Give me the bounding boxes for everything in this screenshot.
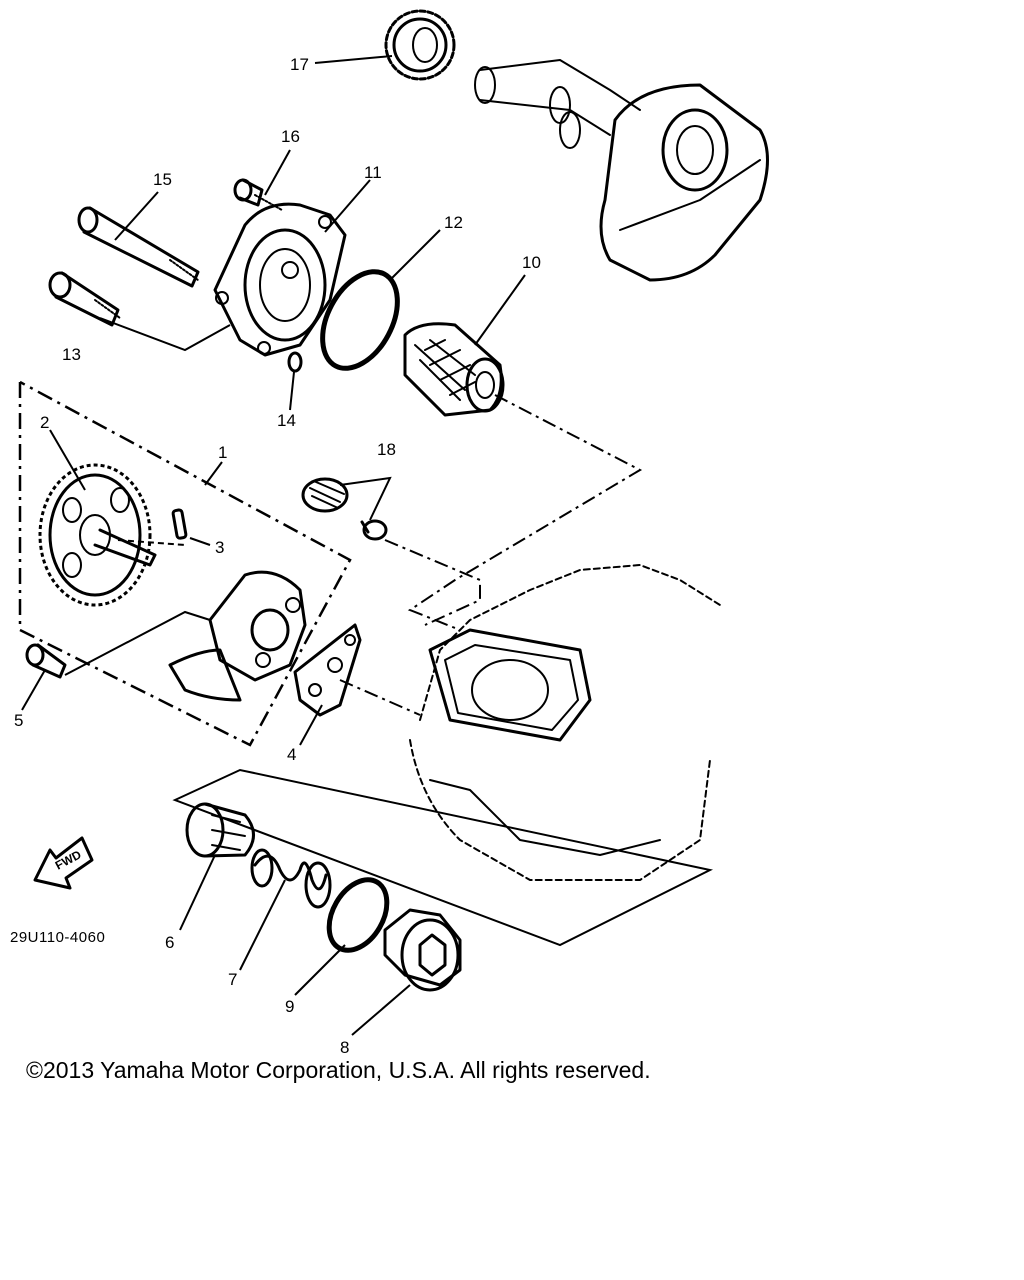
callout-16: 16 <box>281 127 300 146</box>
part-12-o-ring <box>320 269 400 371</box>
callout-8: 8 <box>340 1038 349 1057</box>
part-14-small-o-ring <box>287 351 303 373</box>
part-6-strainer <box>185 802 255 858</box>
callout-15: 15 <box>153 170 172 189</box>
part-3-pin <box>171 508 188 540</box>
callout-6: 6 <box>165 933 174 952</box>
part-8-drain-plug <box>383 908 462 992</box>
callout-10: 10 <box>522 253 541 272</box>
part-1-assembly-boundary <box>18 380 352 747</box>
callout-5: 5 <box>14 711 23 730</box>
connection-lines <box>117 394 714 947</box>
part-9-o-ring <box>326 877 390 953</box>
part-17-sprocket <box>384 9 456 81</box>
callout-labels: 17 16 15 11 12 10 13 14 2 1 18 3 5 4 6 7… <box>14 55 541 1057</box>
callout-11: 11 <box>364 163 382 182</box>
drawing-code: 29U110-4060 <box>10 929 105 946</box>
part-18-strainer-screw <box>301 477 388 541</box>
callout-2: 2 <box>40 413 49 432</box>
part-2-gear <box>38 463 157 607</box>
part-13-bolt <box>48 271 121 327</box>
crankcase <box>409 564 721 881</box>
part-7-spring <box>250 848 332 909</box>
callout-17: 17 <box>290 55 309 74</box>
copyright-notice: ©2013 Yamaha Motor Corporation, U.S.A. A… <box>26 1057 651 1083</box>
oil-pump-body <box>168 570 307 702</box>
callout-12: 12 <box>444 213 463 232</box>
callout-13: 13 <box>62 345 81 364</box>
part-16-bolt <box>233 178 283 211</box>
crankcase-cover-shaft <box>474 59 769 282</box>
callout-7: 7 <box>228 970 237 989</box>
callout-14: 14 <box>277 411 296 430</box>
callout-3: 3 <box>215 538 224 557</box>
callout-4: 4 <box>287 745 296 764</box>
leader-lines <box>21 55 526 1036</box>
callout-9: 9 <box>285 997 294 1016</box>
part-4-gasket <box>293 623 362 717</box>
fwd-direction-arrow: FWD <box>33 836 94 890</box>
part-11-pump-cover <box>213 202 347 357</box>
callout-18: 18 <box>377 440 396 459</box>
callout-1: 1 <box>218 443 227 462</box>
part-10-oil-filter <box>403 322 505 417</box>
part-5-screw <box>25 643 67 679</box>
part-15-long-bolt <box>77 206 200 288</box>
